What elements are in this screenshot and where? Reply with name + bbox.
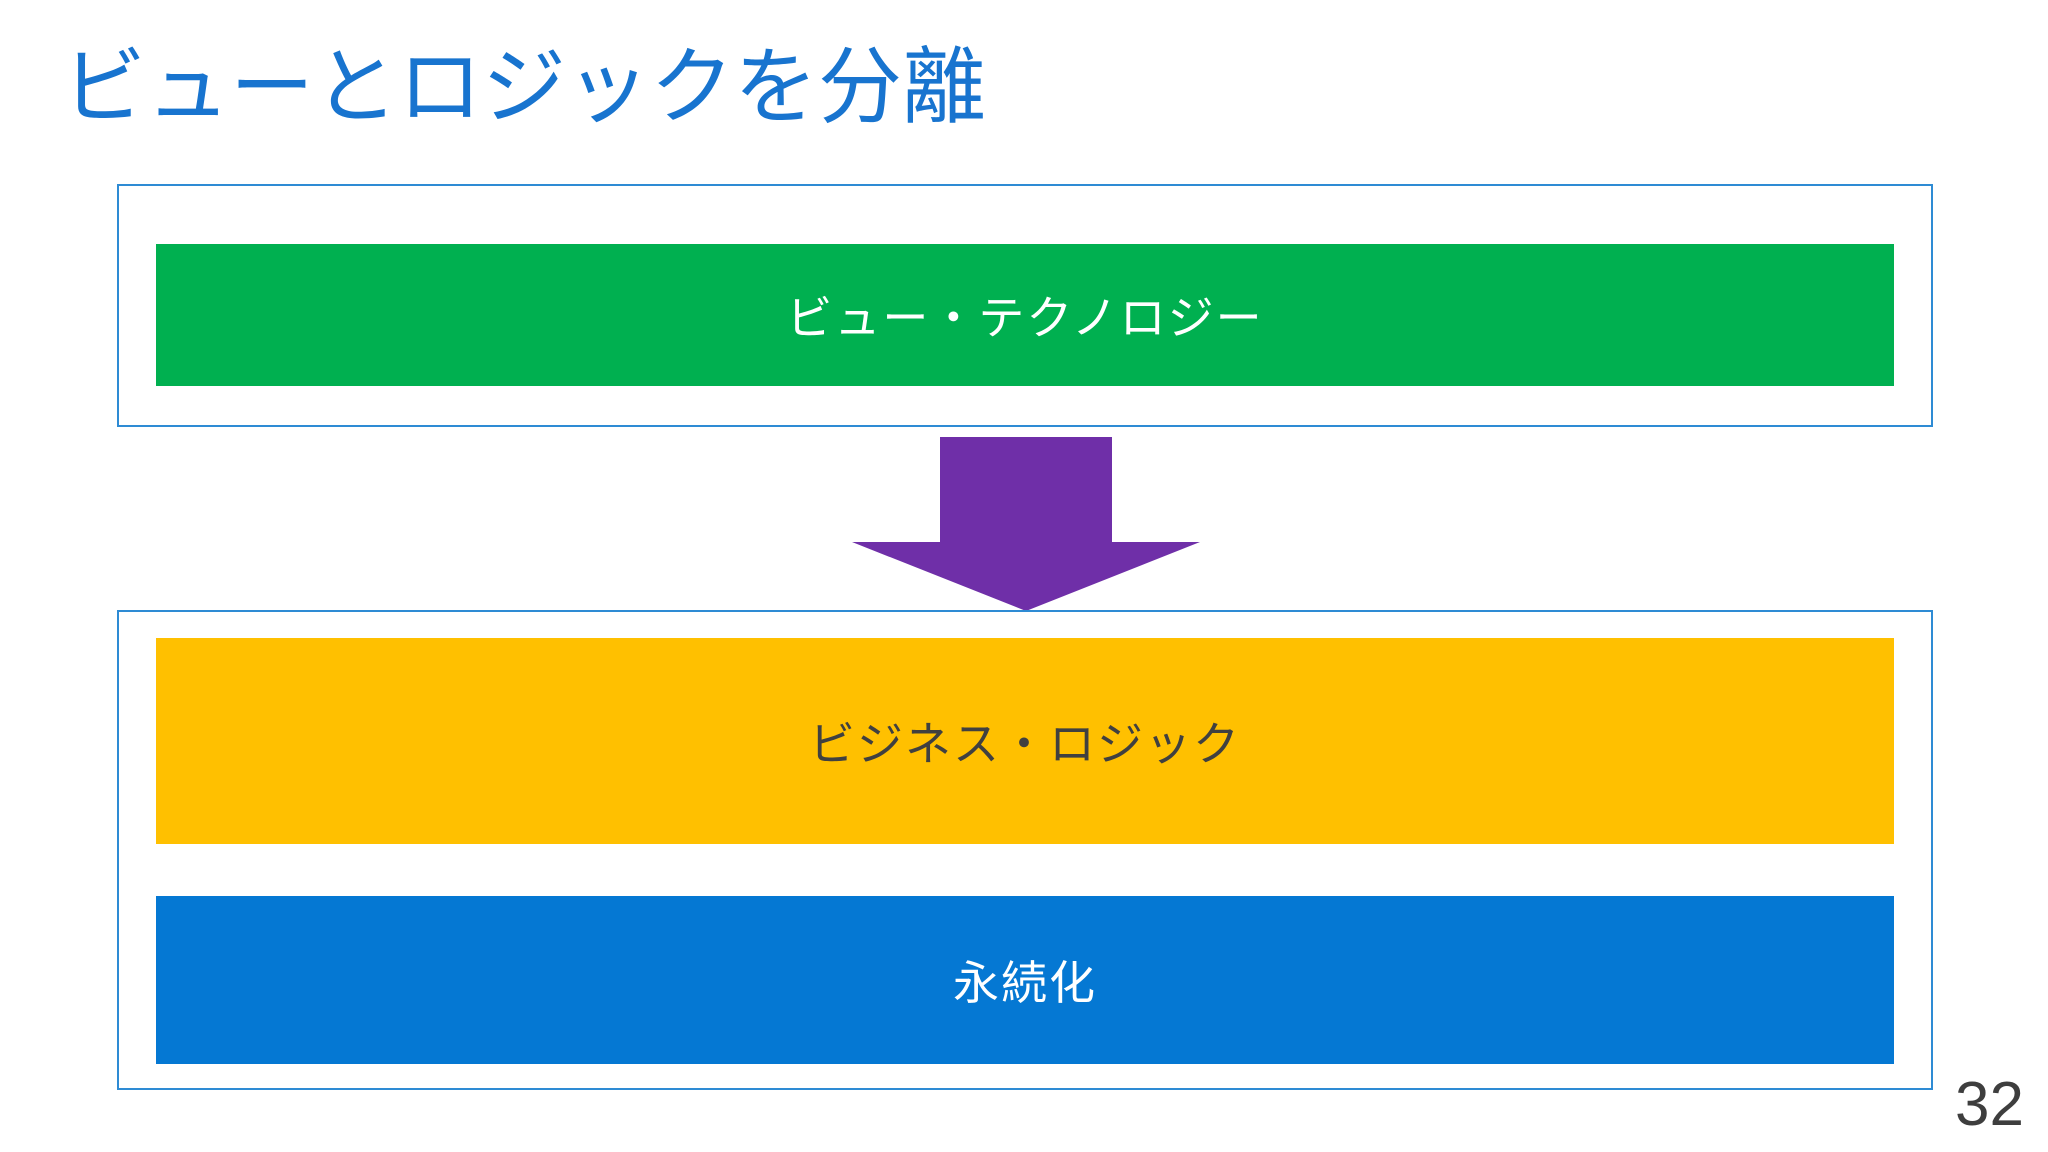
down-arrow-icon <box>852 437 1200 611</box>
layer-bar-persistence-label: 永続化 <box>953 957 1097 1009</box>
layer-bar-persistence[interactable]: 永続化 <box>156 896 1894 1064</box>
down-arrow <box>852 437 1200 611</box>
page-number: 32 <box>1955 1070 2024 1139</box>
layer-bar-business-logic-label: ビジネス・ロジック <box>809 718 1241 770</box>
layer-bar-view-technology-label: ビュー・テクノロジー <box>786 292 1264 344</box>
page-title: ビューとロジックを分離 <box>62 40 987 134</box>
layer-bar-business-logic[interactable]: ビジネス・ロジック <box>156 638 1894 844</box>
layer-bar-view-technology[interactable]: ビュー・テクノロジー <box>156 244 1894 386</box>
